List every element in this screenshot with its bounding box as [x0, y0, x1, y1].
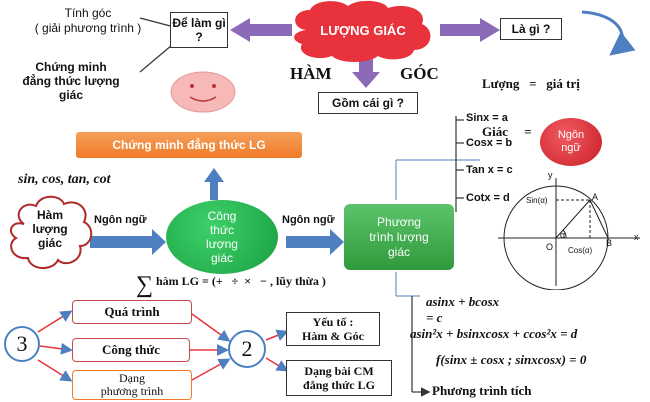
ellipse-line-4: giác — [210, 251, 233, 265]
problem-type-box: Dạng bài CM đẳng thức LG — [286, 360, 392, 396]
uses-text-2: Chứng minh đẳng thức lượng giác — [4, 60, 138, 102]
problem-type-line-1: Dạng bài CM — [304, 364, 374, 378]
count-circle-2: 2 — [228, 330, 266, 368]
definition-tan: Tan x = c — [466, 164, 513, 176]
unit-circle — [498, 178, 640, 290]
ham-label: HÀM — [290, 64, 332, 83]
eq-quadratic: asin²x + bsinxcosx + ccos²x = d — [410, 326, 578, 341]
what-is-label: Là gì ? — [511, 22, 551, 36]
use-line-5: giác — [58, 88, 83, 102]
process-item-2-label: Công thức — [102, 342, 160, 357]
cloud-line-2: lượng — [32, 222, 68, 236]
process-item-1-label: Quá trình — [104, 304, 160, 319]
ellipse-line-2: thức — [209, 223, 235, 237]
count-3-label: 3 — [16, 331, 28, 356]
cloud-line-1: Hàm — [36, 208, 63, 222]
cloud-line-3: giác — [37, 236, 62, 250]
point-o-label: O — [546, 242, 554, 252]
definition-cos: Cosx = b — [466, 137, 513, 149]
axis-y-label: y — [548, 170, 553, 180]
function-cloud-text: Hàm lượng giác — [10, 208, 90, 250]
orange-bar-label: Chứng minh đẳng thức LG — [112, 138, 266, 152]
product-equation-label: Phương trình tích — [432, 383, 532, 398]
ellipse-line-3: lượng — [206, 237, 238, 251]
arrow-label-2: Ngôn ngữ — [282, 214, 335, 226]
smiley-face — [170, 71, 236, 113]
definition-line-1: Lượng = giá trị — [482, 76, 580, 91]
factor-line-2: Hàm & Góc — [302, 329, 364, 343]
eq-linear: asinx + bcosx — [426, 294, 500, 309]
factor-line-1: Yếu tố : — [312, 315, 354, 329]
goc-label: GÓC — [400, 64, 439, 83]
equation-box: Phương trình lượng giác — [344, 204, 454, 270]
equation-box-line-3: giác — [387, 244, 410, 259]
blue-arrow-1 — [90, 229, 166, 255]
process-item-3: Dạng phương trình — [72, 370, 192, 400]
blue-arrow-up — [204, 168, 224, 200]
language-circle: Ngôn ngữ — [540, 118, 602, 166]
purple-arrow-right — [440, 18, 500, 42]
function-cloud — [9, 195, 93, 269]
arrow-label-1: Ngôn ngữ — [94, 214, 147, 226]
process-item-2: Công thức — [72, 338, 190, 362]
count-circle-3: 3 — [4, 326, 40, 362]
blue-arrow-2 — [286, 229, 344, 255]
point-a-label: A — [592, 192, 599, 202]
definition-cot: Cotx = d — [466, 192, 510, 204]
point-b-label: B — [606, 238, 613, 248]
use-line-4: đẳng thức lượng — [22, 74, 120, 88]
eq-linear-rhs: = c — [426, 310, 443, 325]
equation-box-line-2: trình lượng — [369, 229, 429, 244]
factor-box: Yếu tố : Hàm & Góc — [286, 312, 380, 346]
language-circle-label: Ngôn ngữ — [557, 129, 585, 154]
components-label: Gồm cái gì ? — [331, 96, 404, 110]
title-cloud — [294, 1, 431, 62]
sin-label: Sin(α) — [526, 196, 548, 205]
components-box: Gồm cái gì ? — [318, 92, 418, 114]
purpose-label: Để làm gì ? — [172, 15, 226, 44]
use-line-3: Chứng minh — [35, 60, 107, 74]
problem-type-line-2: đẳng thức LG — [303, 378, 375, 392]
curved-arrow — [581, 10, 636, 56]
title-text: LƯỢNG GIÁC — [320, 22, 406, 38]
process-item-3-line-2: phương trình — [100, 384, 164, 398]
uses-text: Tính góc ( giải phương trình ) — [28, 6, 148, 36]
definition-sin: Sinx = a — [466, 112, 508, 124]
formula-ellipse: Công thức lượng giác — [166, 200, 278, 274]
process-item-3-line-1: Dạng — [118, 371, 145, 385]
alpha-label: α — [560, 230, 566, 240]
process-item-1: Quá trình — [72, 300, 192, 324]
ellipse-line-1: Công — [207, 209, 237, 223]
purple-arrow-left — [230, 18, 292, 42]
svg-text:∑: ∑ — [136, 272, 153, 298]
use-line-2: ( giải phương trình ) — [34, 21, 142, 35]
use-line-1: Tính góc — [64, 6, 112, 20]
count-2-label: 2 — [241, 336, 253, 361]
eq-symmetric: f(sinx ± cosx ; sinxcosx) = 0 — [436, 352, 587, 367]
funcs-list: sin, cos, tan, cot — [18, 172, 111, 187]
equation-box-line-1: Phương — [377, 214, 421, 229]
cos-label: Cos(α) — [568, 246, 593, 255]
axis-x-label: x — [634, 232, 639, 242]
purpose-box: Để làm gì ? — [170, 12, 228, 48]
orange-bar: Chứng minh đẳng thức LG — [76, 132, 302, 158]
what-is-box: Là gì ? — [500, 18, 562, 40]
operations-text: hàm LG = (+ ÷ × − , lũy thừa ) — [156, 274, 326, 288]
purple-arrow-down — [352, 58, 380, 88]
